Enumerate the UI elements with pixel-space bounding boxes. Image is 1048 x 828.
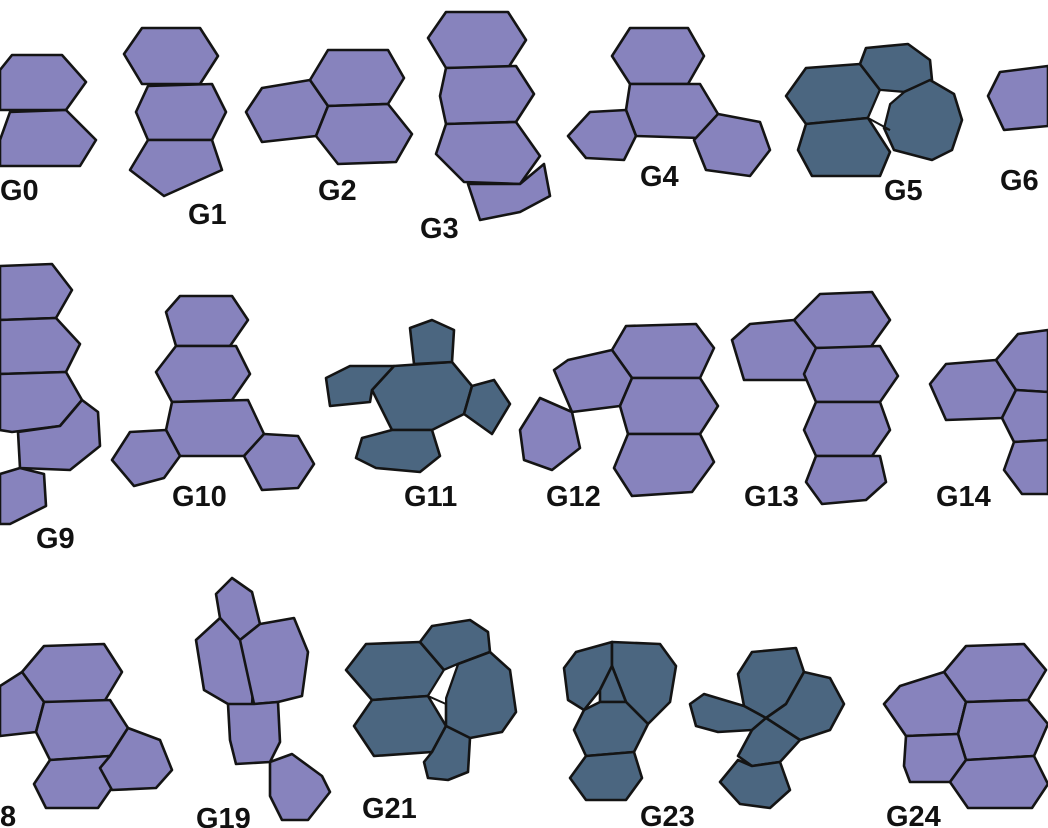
ring-shape [134,82,228,142]
cluster-label: G10 [172,481,227,513]
ring-shape [612,432,716,498]
cluster-label: G19 [196,803,251,828]
ring-shape [462,378,512,436]
cluster-label: G0 [0,175,39,207]
cluster-g12: G12 [518,322,720,513]
cluster-g14: G14 [928,328,1048,513]
cluster-g3: G3 [420,10,552,245]
ring-shape [154,344,252,404]
ring-shape [164,294,250,348]
cluster-label: G23 [640,801,695,828]
cluster-label: G11 [404,481,457,513]
ring-shape [164,398,266,458]
ring-shape [804,454,888,506]
ring-shape [408,318,456,366]
cluster-g24: G24 [882,642,1048,828]
ring-shape [566,108,638,162]
ring-shape [324,364,396,408]
cluster-g21: G21 [344,618,518,825]
ring-gap [426,662,460,706]
ring-shape [434,120,542,186]
ring-shape [426,10,528,70]
ring-shape [238,616,310,706]
ring-shape [16,398,102,472]
cluster-g2: G2 [244,48,414,207]
cluster-g9: G9 [0,262,102,555]
ring-shape [956,698,1048,762]
ring-shape [352,694,448,758]
ring-shape [802,344,900,404]
cluster-label: G12 [546,481,601,513]
ring-gap [866,88,907,131]
ring-shape [0,316,82,376]
ring-shape [882,78,964,162]
cluster-g5: G5 [784,42,964,207]
ring-shape [438,64,536,126]
ring-shape [0,53,88,112]
cluster-g18: 8 [0,642,174,828]
cluster-g10: G10 [110,294,316,513]
cluster-label: G5 [884,175,923,207]
ring-shape [422,724,472,782]
ring-shape [110,428,182,488]
ring-shape [610,26,706,86]
ring-shape [692,112,772,178]
cluster-label: 8 [0,801,16,828]
cluster-label: G6 [1000,165,1039,197]
cluster-label: G14 [936,481,991,513]
ring-shape [994,328,1048,394]
cluster-g4: G4 [566,26,772,193]
ring-shape [226,700,282,766]
ring-shape [308,48,406,108]
cluster-label: G9 [36,523,75,555]
ring-shape [796,116,892,178]
ring-shape [466,162,552,222]
cluster-label: G13 [744,481,799,513]
cluster-g22 [562,640,678,802]
ring-shape [568,750,644,802]
ring-shape [948,754,1048,810]
ring-shape [1000,388,1048,444]
ring-shape [718,758,792,810]
cluster-label: G4 [640,161,679,193]
ring-shape [802,400,892,458]
ring-shape [122,26,220,86]
ring-shape [986,64,1048,132]
cluster-g23: G23 [640,646,846,828]
ring-shape [314,102,414,166]
cluster-g13: G13 [730,290,900,513]
ring-shape [268,752,332,822]
ring-shape [518,396,582,472]
ring-shape [1002,438,1048,496]
cluster-label: G2 [318,175,357,207]
cluster-label: G1 [188,199,227,231]
cluster-g0: G0 [0,53,98,207]
ring-shape [98,726,174,792]
cluster-g6: G6 [986,64,1048,197]
cluster-label: G21 [362,793,417,825]
ring-shape [354,428,442,474]
cluster-label: G3 [420,213,459,245]
ring-shape [242,432,316,492]
ring-shape [0,262,74,322]
cluster-g11: G11 [324,318,512,513]
cluster-label: G24 [886,801,941,828]
cluster-g1: G1 [122,26,228,231]
ring-shape [0,108,98,168]
ring-shape [618,376,720,436]
ring-shape [0,466,48,526]
cluster-g19: G19 [194,576,332,828]
ring-shape [128,138,224,198]
